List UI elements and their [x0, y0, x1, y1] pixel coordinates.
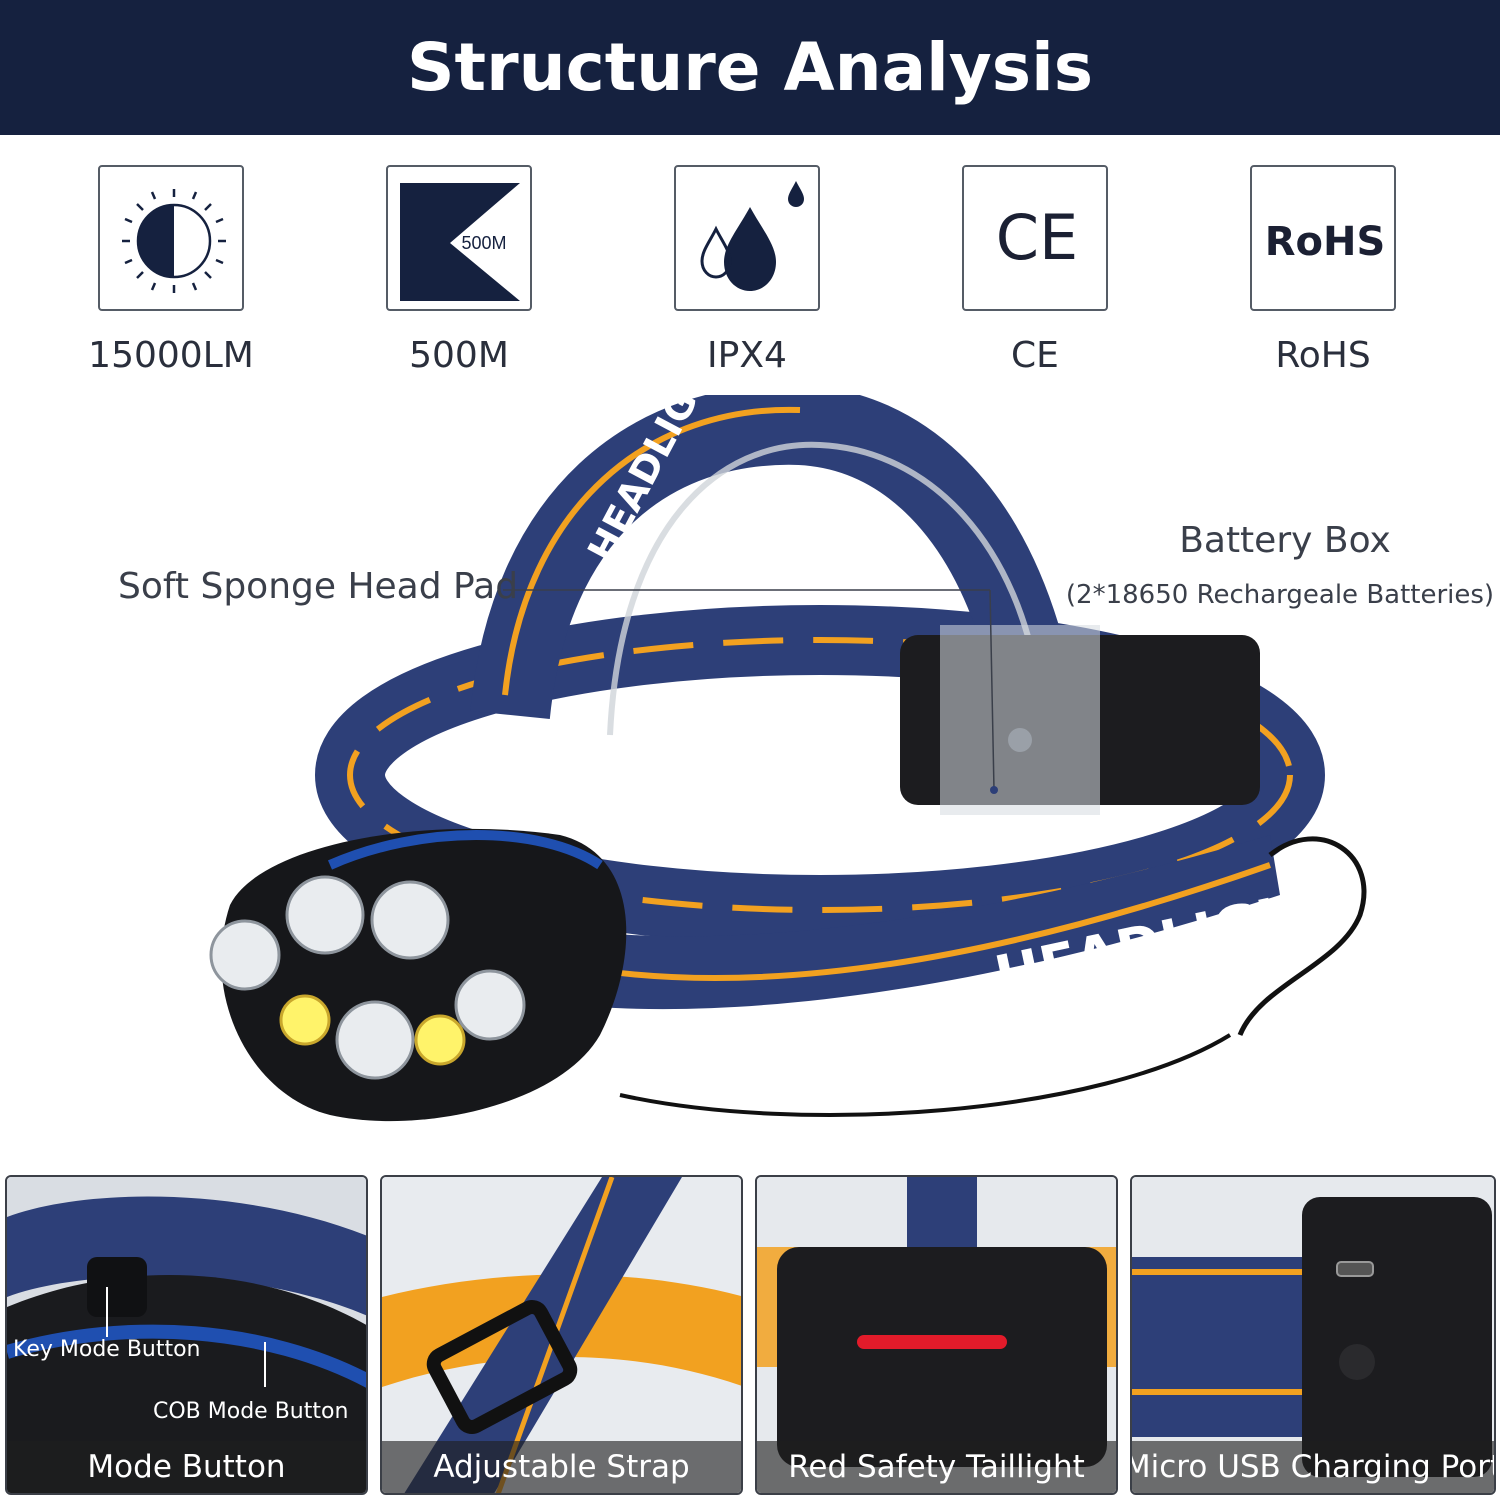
cob-mode-button-label: COB Mode Button [153, 1399, 349, 1424]
feature-caption-rohs: RoHS [1275, 335, 1371, 376]
feature-caption-waterproof: IPX4 [707, 335, 787, 376]
feature-waterproof: IPX4 [672, 165, 822, 376]
thumbnail-caption: Micro USB Charging Port [1132, 1441, 1494, 1493]
feature-ce: CE CE [960, 165, 1110, 376]
battery-box-callout: Battery Box [1179, 520, 1391, 561]
thumbnail-caption: Adjustable Strap [382, 1441, 741, 1493]
battery-box-subcallout: (2*18650 Rechargeale Batteries) [1065, 580, 1495, 610]
beam-distance-label: 500M [461, 233, 506, 253]
thumbnail-caption: Mode Button [7, 1441, 366, 1493]
title-banner: Structure Analysis [0, 0, 1500, 135]
water-drops-icon [674, 165, 820, 311]
thumbnail-mode-button: Key Mode Button COB Mode Button Mode But… [5, 1175, 368, 1495]
feature-caption-brightness: 15000LM [88, 335, 254, 376]
brightness-icon [98, 165, 244, 311]
feature-caption-ce: CE [1011, 335, 1059, 376]
thumbnail-caption: Red Safety Taillight [757, 1441, 1116, 1493]
feature-rohs: RoHS RoHS [1248, 165, 1398, 376]
ce-mark-icon: CE [962, 165, 1108, 311]
thumbnail-adjustable-strap: Adjustable Strap [380, 1175, 743, 1495]
thumbnail-usb-port: Micro USB Charging Port [1130, 1175, 1496, 1495]
feature-caption-distance: 500M [409, 335, 509, 376]
key-mode-button-label: Key Mode Button [13, 1337, 201, 1362]
head-pad-callout: Soft Sponge Head Pad [118, 566, 519, 607]
headlamp-illustration: HEADLIGHT HEADLIGHT [209, 395, 1367, 1122]
rohs-mark-icon: RoHS [1250, 165, 1396, 311]
beam-distance-icon: 500M [386, 165, 532, 311]
rohs-mark-text: RoHS [1264, 219, 1386, 265]
page-title: Structure Analysis [406, 29, 1093, 106]
ce-mark-text: CE [995, 201, 1079, 274]
thumbnail-red-taillight: Red Safety Taillight [755, 1175, 1118, 1495]
feature-brightness: 15000LM [88, 165, 254, 376]
feature-distance: 500M 500M [384, 165, 534, 376]
